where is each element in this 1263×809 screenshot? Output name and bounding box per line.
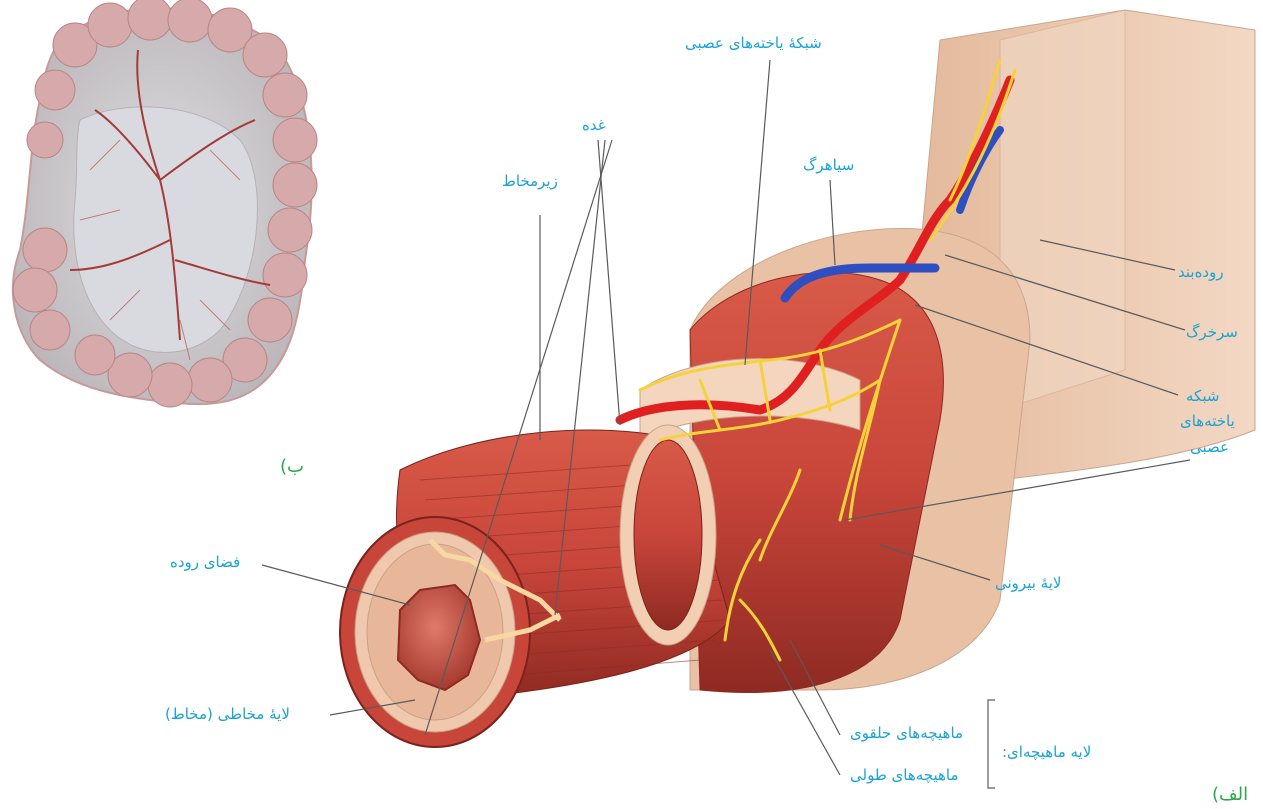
label-lumen: فضای روده (170, 553, 240, 571)
label-mesentery: روده‌بند (1178, 263, 1224, 281)
label-part-b: ب) (280, 458, 304, 476)
label-nerve-network-side-line1: شبکه (1186, 387, 1219, 405)
label-muscle-layer: لایه ماهیچه‌ای: (1002, 743, 1091, 761)
label-nerve-network-side-line3: عصبی (1190, 438, 1229, 456)
label-gland: غده (582, 116, 606, 134)
label-part-a: الف) (1212, 786, 1248, 804)
label-vein: سیاهرگ (803, 156, 854, 174)
colon-inset-illustration (13, 0, 317, 407)
label-artery: سرخرگ (1186, 323, 1238, 341)
label-longitudinal-muscles: ماهیچه‌های طولی (850, 766, 959, 784)
label-outer-layer: لایهٔ بیرونی (995, 574, 1061, 592)
label-nerve-network-side-line2: یاخته‌های (1180, 412, 1235, 430)
intestine-cross-section (340, 10, 1255, 747)
label-submucosa: زیرمخاط (502, 172, 558, 190)
label-nerve-network-top: شبکهٔ یاخته‌های عصبی (685, 34, 822, 52)
label-circular-muscles: ماهیچه‌های حلقوی (850, 724, 963, 742)
label-mucosa: لایهٔ مخاطی (مخاط) (165, 705, 290, 723)
